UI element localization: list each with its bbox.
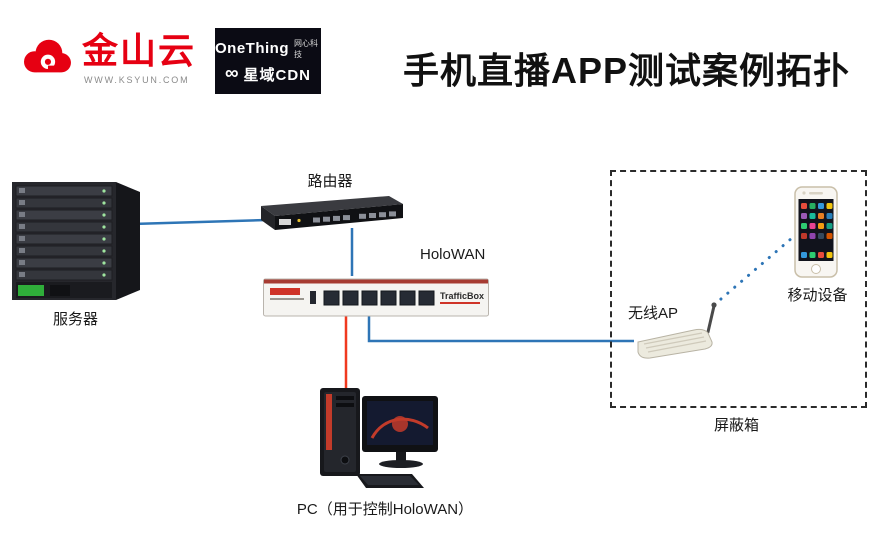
server-icon xyxy=(12,182,140,300)
holowan-icon: TrafficBox xyxy=(263,278,489,317)
infinity-icon: ∞ xyxy=(224,63,239,84)
holowan-device-text: TrafficBox xyxy=(440,291,484,301)
onething-company: 网心科技 xyxy=(294,38,318,59)
ksyun-cloud-icon xyxy=(24,39,71,73)
router-icon xyxy=(261,196,403,230)
mobile-label: 移动设备 xyxy=(787,287,848,304)
pc-label: PC（用于控制HoloWAN） xyxy=(296,501,474,518)
ksyun-logo: 金山云 WWW.KSYUN.COM xyxy=(18,28,198,90)
mobile-phone-icon xyxy=(794,186,838,278)
onething-product: 星域CDN xyxy=(243,66,312,84)
ksyun-url: WWW.KSYUN.COM xyxy=(84,75,190,85)
ap-label: 无线AP xyxy=(628,305,679,322)
wireless-ap-icon xyxy=(637,302,717,359)
shield-box-label: 屏蔽箱 xyxy=(713,417,759,434)
server-label: 服务器 xyxy=(52,311,98,328)
onething-logo: OneThing 网心科技 ∞ 星域CDN xyxy=(215,28,321,94)
holowan-label: HoloWAN xyxy=(420,246,486,263)
shield-box xyxy=(610,170,867,408)
link-holowan-ap xyxy=(367,314,634,343)
onething-brand: OneThing xyxy=(215,40,289,57)
page-title: 手机直播APP测试案例拓扑 xyxy=(403,50,851,91)
pc-icon xyxy=(320,388,438,488)
ksyun-brand-name: 金山云 xyxy=(82,30,197,71)
router-label: 路由器 xyxy=(307,173,353,190)
link-server-router xyxy=(131,218,267,226)
